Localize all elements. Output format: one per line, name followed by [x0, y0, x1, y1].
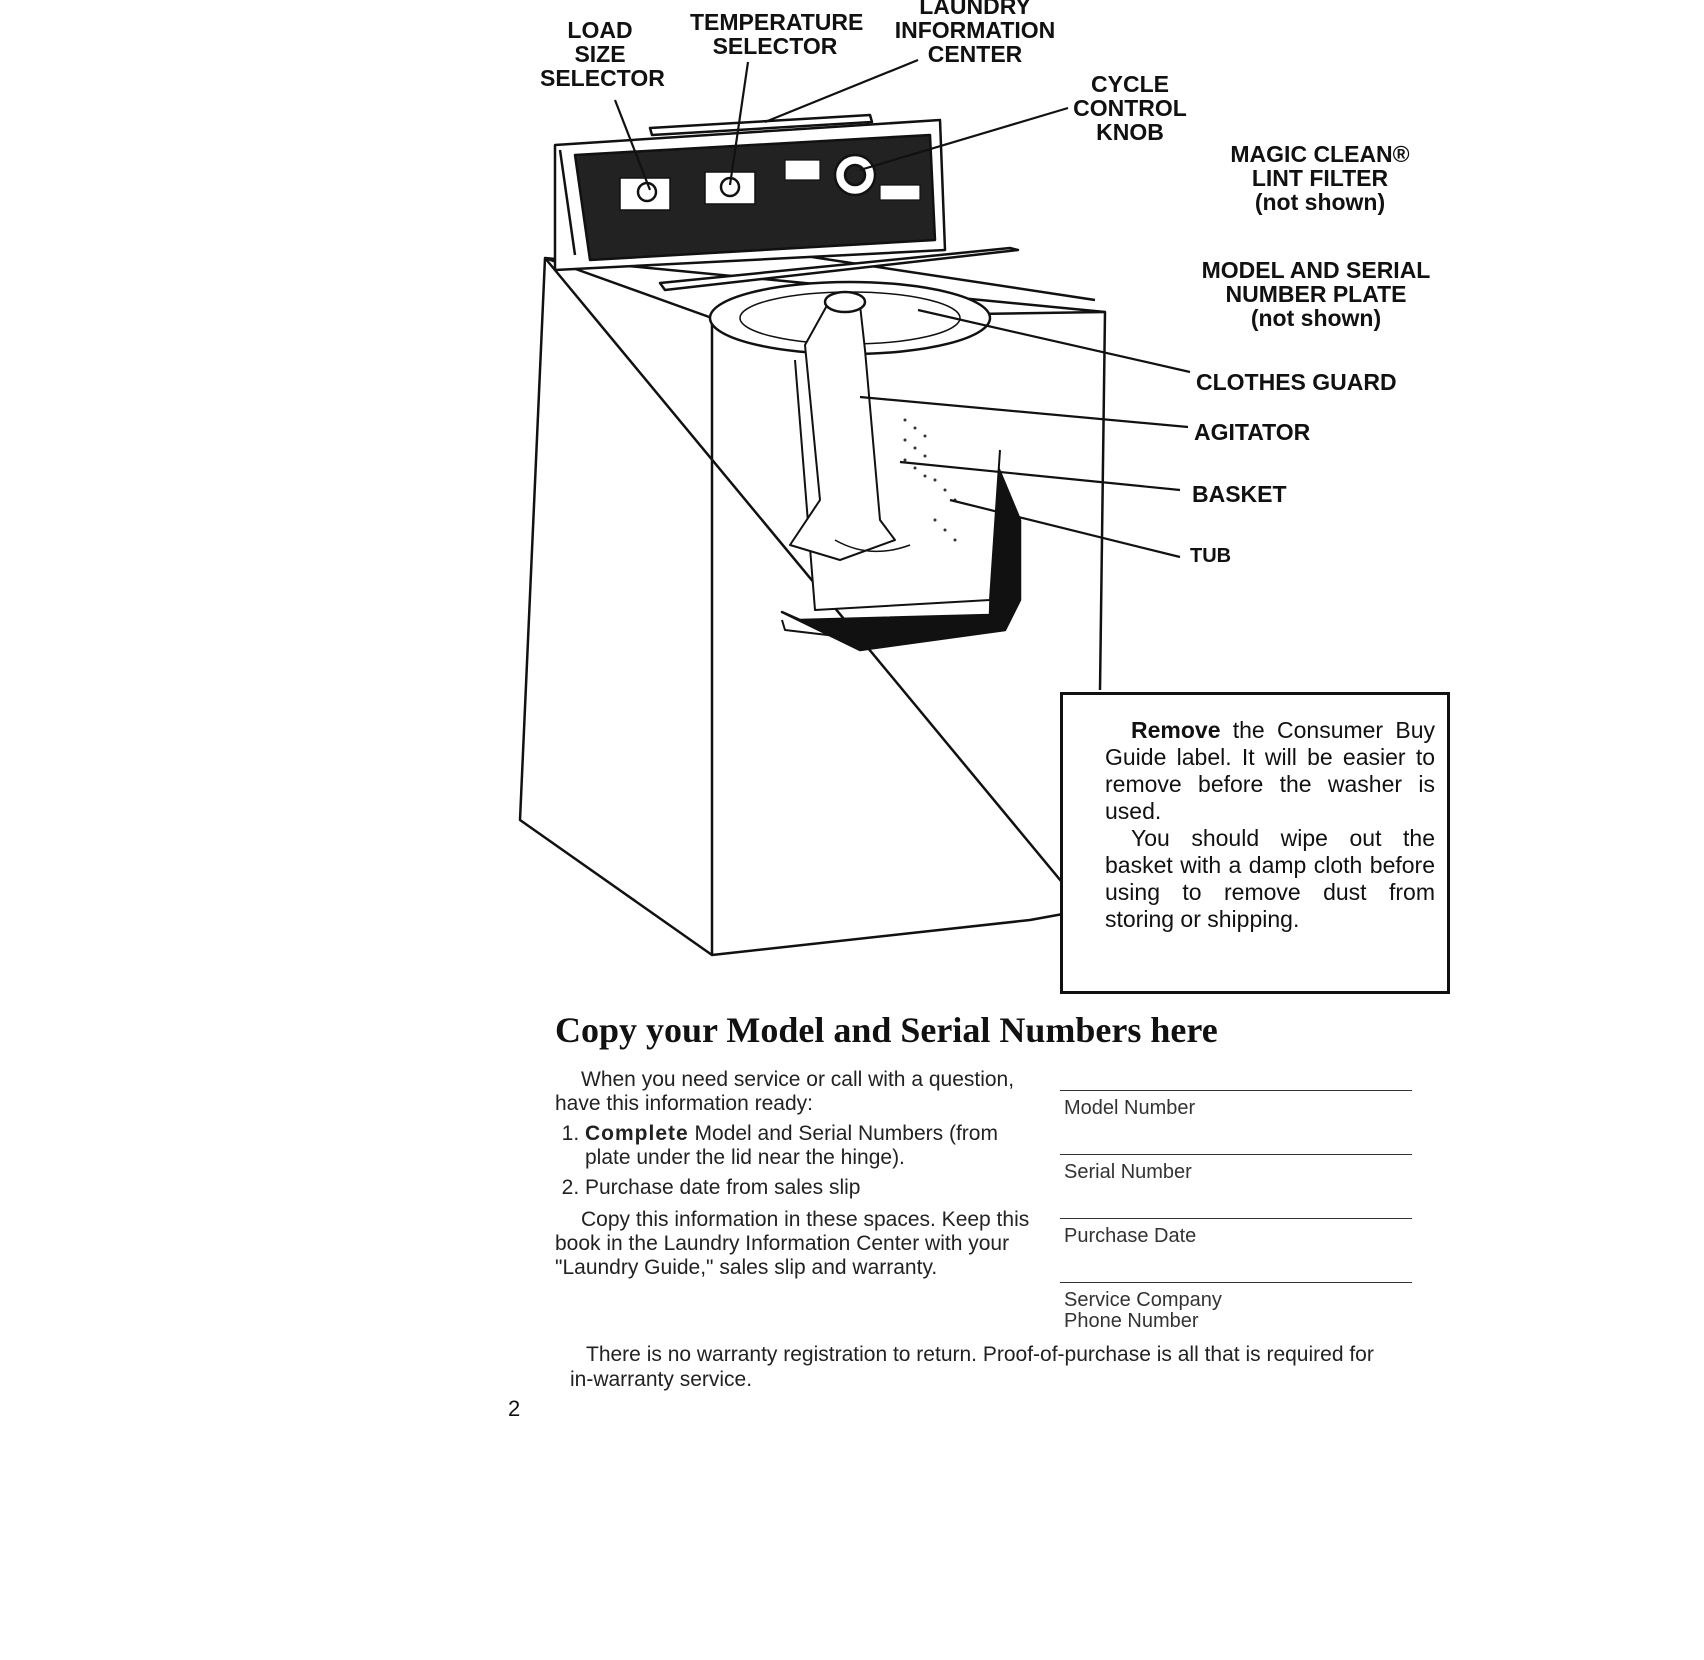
model-number-field[interactable]: Model Number: [1060, 1090, 1412, 1154]
intro-text: When you need service or call with a que…: [555, 1068, 1035, 1116]
serial-number-line: [1060, 1154, 1412, 1155]
note-paragraph-2: You should wipe out the basket with a da…: [1105, 825, 1435, 933]
copy-text: Copy this information in these spaces. K…: [555, 1208, 1035, 1280]
warranty-text: There is no warranty registration to ret…: [570, 1342, 1390, 1392]
callout-magic-clean: MAGIC CLEAN® LINT FILTER (not shown): [1220, 142, 1420, 214]
note-text: Remove the Consumer Buy Guide label. It …: [1105, 717, 1435, 933]
service-company-label: Service Company Phone Number: [1064, 1290, 1222, 1332]
model-number-line: [1060, 1090, 1412, 1091]
note-paragraph-1: Remove the Consumer Buy Guide label. It …: [1105, 717, 1435, 825]
callout-model-serial-plate: MODEL AND SERIAL NUMBER PLATE (not shown…: [1196, 258, 1436, 330]
note-bold-word: Remove: [1131, 717, 1220, 743]
service-company-text: Service Company: [1064, 1290, 1222, 1311]
purchase-date-label: Purchase Date: [1064, 1226, 1196, 1247]
service-company-line: [1060, 1282, 1412, 1283]
instructions-column: When you need service or call with a que…: [555, 1068, 1035, 1280]
instruction-item-1: Complete Model and Serial Numbers (from …: [585, 1122, 1035, 1170]
callout-laundry-info: LAUNDRY INFORMATION CENTER: [890, 0, 1060, 66]
purchase-date-line: [1060, 1218, 1412, 1219]
instruction-list: Complete Model and Serial Numbers (from …: [555, 1122, 1035, 1200]
callout-basket: BASKET: [1192, 482, 1287, 506]
instruction-item-2: Purchase date from sales slip: [585, 1176, 1035, 1200]
serial-number-label: Serial Number: [1064, 1162, 1192, 1183]
phone-number-text: Phone Number: [1064, 1311, 1222, 1332]
model-number-label: Model Number: [1064, 1098, 1195, 1119]
callout-clothes-guard: CLOTHES GUARD: [1196, 370, 1397, 394]
load-size-knob: [638, 183, 656, 201]
callout-cycle-control: CYCLE CONTROL KNOB: [1070, 72, 1190, 144]
callout-load-size: LOAD SIZE SELECTOR: [540, 18, 660, 90]
serial-number-field[interactable]: Serial Number: [1060, 1154, 1412, 1218]
page-number: 2: [508, 1396, 520, 1422]
leader-laundry-info: [765, 60, 918, 122]
callout-temperature: TEMPERATURE SELECTOR: [690, 10, 860, 58]
callout-tub: TUB: [1190, 544, 1231, 568]
remove-label-note: Remove the Consumer Buy Guide label. It …: [1060, 692, 1450, 994]
purchase-date-field[interactable]: Purchase Date: [1060, 1218, 1412, 1282]
callout-agitator: AGITATOR: [1194, 420, 1310, 444]
record-fields: Model Number Serial Number Purchase Date…: [1060, 1090, 1412, 1346]
service-company-field[interactable]: Service Company Phone Number: [1060, 1282, 1412, 1346]
item1-bold: Complete: [585, 1122, 689, 1145]
section-heading: Copy your Model and Serial Numbers here: [555, 1008, 1218, 1052]
